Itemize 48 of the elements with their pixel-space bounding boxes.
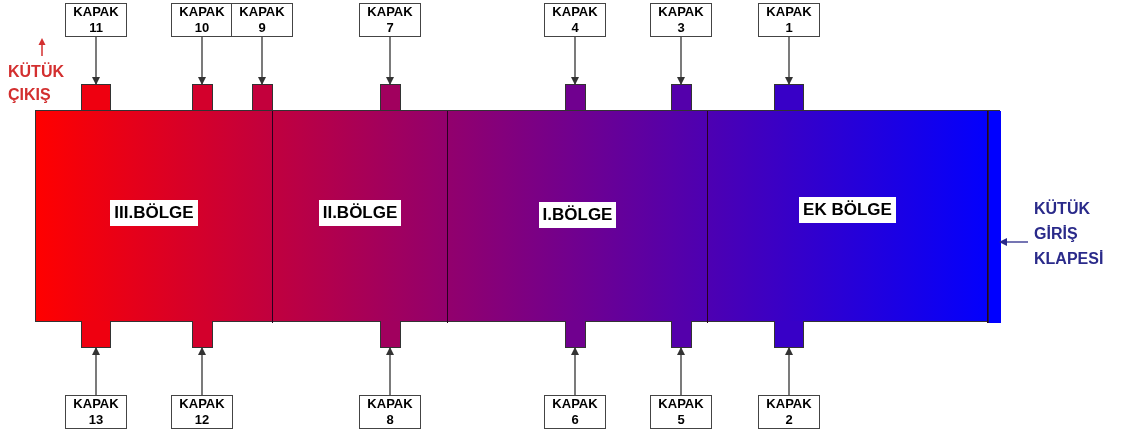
cover-label: KAPAK 2 (758, 395, 820, 429)
door-tab (81, 84, 111, 111)
inlet-flap (988, 111, 1001, 323)
arrow (571, 36, 579, 85)
arrow (677, 347, 685, 396)
cover-label: KAPAK 3 (650, 3, 712, 37)
outlet-label: KÜTÜK ÇIKIŞ (8, 61, 65, 105)
door-tab (379, 84, 401, 111)
cover-label: KAPAK 4 (544, 3, 606, 37)
arrow (386, 347, 394, 396)
arrow (785, 347, 793, 396)
cover-label: KAPAK 8 (359, 395, 421, 429)
door-tab (81, 321, 111, 348)
zone-label: III.BÖLGE (110, 200, 198, 226)
door-tab (251, 84, 273, 111)
cover-label: KAPAK 9 (231, 3, 293, 37)
arrow (386, 36, 394, 85)
arrow (258, 36, 266, 85)
arrow (198, 347, 206, 396)
arrow (92, 36, 100, 85)
zone-label: II.BÖLGE (318, 200, 402, 226)
arrow (785, 36, 793, 85)
door-tab (564, 321, 586, 348)
arrow (677, 36, 685, 85)
zone-label: EK BÖLGE (799, 197, 896, 223)
door-tab (191, 84, 213, 111)
cover-label: KAPAK 7 (359, 3, 421, 37)
zone-label: I.BÖLGE (538, 202, 617, 228)
door-tab (379, 321, 401, 348)
arrow (198, 36, 206, 85)
inlet-label: KÜTÜK GİRİŞ KLAPESİ (1034, 196, 1114, 276)
door-tab (670, 321, 692, 348)
cover-label: KAPAK 6 (544, 395, 606, 429)
cover-label: KAPAK 12 (171, 395, 233, 429)
cover-label: KAPAK 13 (65, 395, 127, 429)
cover-label: KAPAK 11 (65, 3, 127, 37)
door-tab (774, 321, 804, 348)
furnace-body (35, 110, 1000, 322)
door-tab (670, 84, 692, 111)
cover-label: KAPAK 1 (758, 3, 820, 37)
door-tab (774, 84, 804, 111)
arrow (92, 347, 100, 396)
door-tab (564, 84, 586, 111)
cover-label: KAPAK 10 (171, 3, 233, 37)
cover-label: KAPAK 5 (650, 395, 712, 429)
arrow (999, 238, 1029, 246)
arrow (571, 347, 579, 396)
door-tab (191, 321, 213, 348)
